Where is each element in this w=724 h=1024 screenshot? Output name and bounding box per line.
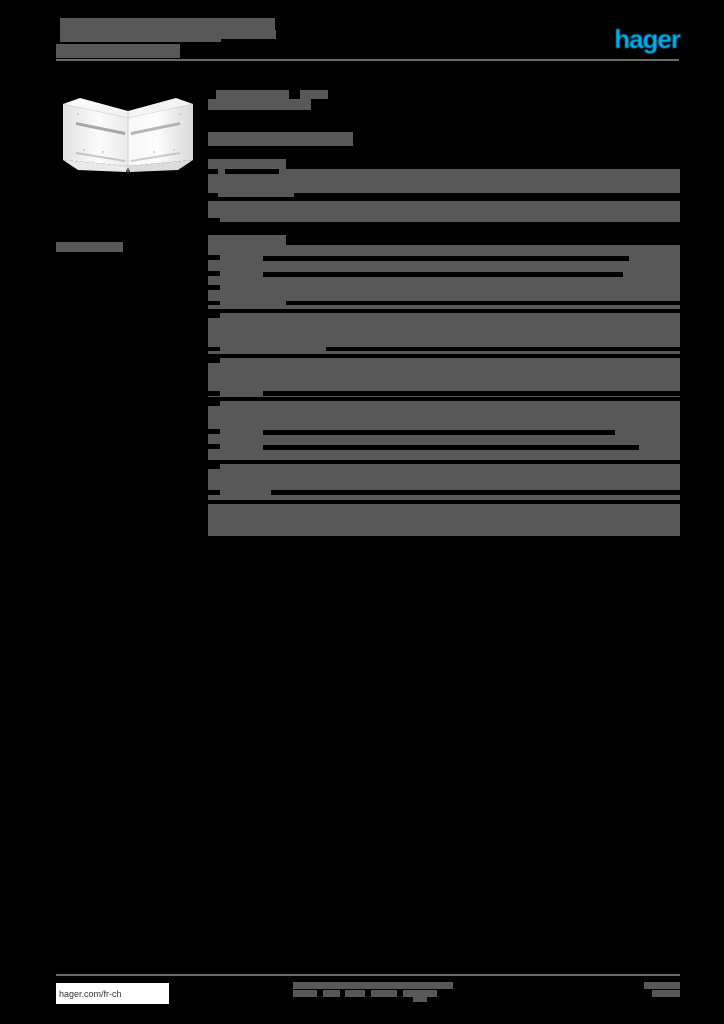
spec-row-separator [208,222,680,226]
spec-row-text-gap [208,271,220,276]
spec-row-separator [208,460,680,464]
spec-table-row [208,504,680,536]
spec-row-text-gap [208,255,220,260]
spec-row-text-gap [208,429,220,434]
spec-section-label-redaction [208,235,286,245]
spec-row-text-gap [208,301,220,305]
spec-row-text-gap [263,391,680,396]
spec-table-row [208,169,680,197]
corner-trunking-illustration [63,98,193,172]
page-title-redaction-line-1 [60,18,275,30]
spec-row-text-gap [263,445,639,450]
spec-row-text-gap [208,490,220,495]
spec-row-text-gap [263,256,629,261]
spec-row-separator [208,354,680,358]
product-heading-redaction-a [216,90,289,99]
footer-right-bar-2 [652,990,680,997]
spec-row-text-gap [263,272,623,277]
spec-row-text-gap [208,464,220,469]
product-heading-redaction-b [300,90,328,99]
spec-row-text-gap [208,444,220,449]
spec-row-text-gap [208,313,220,318]
page-header: hager [56,14,681,66]
spec-row-text-gap [208,347,220,351]
spec-table-row [208,201,680,222]
footer-center-bar-2 [293,990,317,997]
spec-row-separator [208,536,680,540]
footer-url-box[interactable]: hager.com/fr-ch [56,983,169,1004]
spec-row-text-gap [271,490,680,495]
footer-center-bar-3 [323,990,340,997]
spec-section-spacer [208,226,680,235]
spec-row-text-gap [326,347,680,351]
footer-center-bar-6 [403,990,437,997]
page-title-redaction-line-3 [221,30,276,39]
footer-url-link[interactable]: hager.com/fr-ch [59,988,122,999]
spec-row-separator [208,197,680,201]
spec-table-row [208,358,680,397]
hager-logo: hager [614,24,681,54]
spec-row-text-gap [294,193,680,197]
footer-center-bar-5 [371,990,397,997]
spec-row-separator [208,500,680,504]
product-heading-redaction-c [208,99,311,110]
spec-row-separator [208,397,680,401]
product-subline-redaction [208,132,353,146]
product-heading [208,88,680,114]
spec-table-row [208,245,680,309]
footer-right-redaction [644,982,680,998]
specification-table [208,159,680,540]
main-content [208,88,680,540]
page-footer: hager.com/fr-ch [56,974,680,1008]
product-image-caption-redaction [56,242,123,252]
spec-row-separator [208,309,680,313]
spec-row-text-gap [263,430,615,435]
spec-section-label [208,235,680,245]
spec-row-text-gap [286,301,680,305]
page-title-redaction-line-2 [60,30,221,42]
product-subline [208,132,680,146]
product-image [56,88,200,184]
spec-table-row [208,464,680,500]
spec-row-text-gap [208,285,220,290]
footer-divider [56,974,680,976]
spec-row-text-gap [225,169,279,174]
spec-section-label [208,159,680,169]
spec-row-text-gap [208,391,220,396]
spec-table-row [208,401,680,460]
footer-center-bar-1 [293,982,453,989]
footer-center-bar-7 [413,997,427,1002]
page-subtitle-redaction [56,44,180,58]
footer-center-bar-4 [345,990,365,997]
spec-row-text-gap [208,193,218,197]
spec-row-text-gap [208,218,220,222]
spec-row-text-gap [208,358,220,363]
footer-right-bar-1 [644,982,680,989]
header-divider [56,59,679,61]
footer-center-redaction [293,982,453,1002]
spec-row-text-gap [208,169,218,174]
spec-section-label-redaction [208,159,286,169]
spec-row-text-gap [208,401,220,406]
spec-table-row [208,313,680,354]
